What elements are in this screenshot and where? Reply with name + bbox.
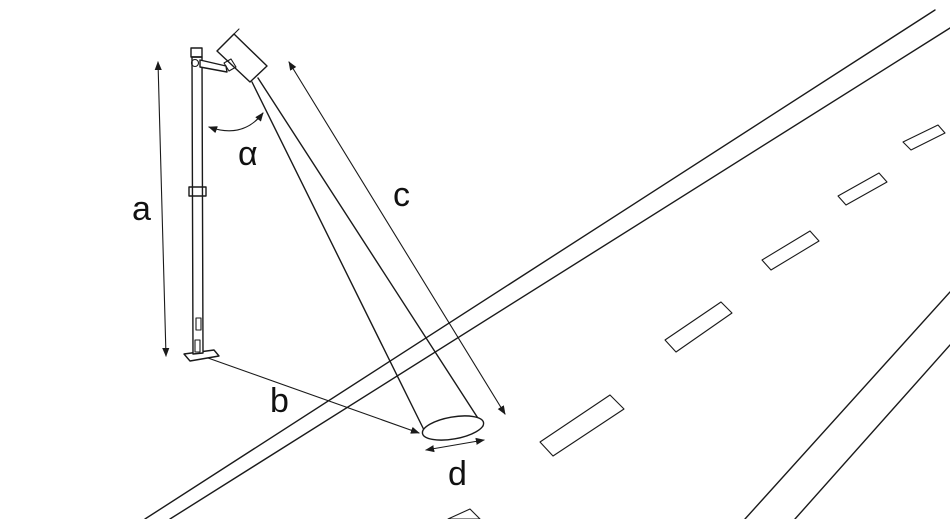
lane-dash xyxy=(664,301,733,353)
pole-access-door xyxy=(195,317,202,331)
pole-shaft xyxy=(191,56,204,355)
beam-spot xyxy=(421,415,485,441)
height-arrow xyxy=(154,61,170,357)
lane-dash xyxy=(761,230,820,271)
road-edge-left-outer xyxy=(144,9,936,519)
camera xyxy=(216,28,268,83)
lane-markings xyxy=(447,124,946,519)
road-edge-left-inner xyxy=(169,27,950,519)
pole xyxy=(183,47,228,362)
pole-base-plate xyxy=(183,349,220,362)
label-height: a xyxy=(132,190,151,228)
label-beam-length: c xyxy=(393,176,410,214)
lane-dash xyxy=(902,124,946,151)
lane-dash xyxy=(539,394,625,457)
camera-top-face xyxy=(216,28,240,52)
road-edge-right-outer xyxy=(744,291,950,519)
label-angle: α xyxy=(238,135,258,173)
labels: a α c b d xyxy=(132,135,467,493)
lane-dash xyxy=(447,508,481,519)
camera-mount xyxy=(223,58,237,72)
road-edge-right-inner xyxy=(794,344,950,519)
pole-clamp xyxy=(188,186,207,197)
distance-arrow xyxy=(207,357,420,434)
label-spot-diameter: d xyxy=(448,455,467,493)
pole-arm-bolt xyxy=(190,58,200,68)
dimension-arrows xyxy=(154,61,506,453)
pole-arm xyxy=(199,59,228,73)
road xyxy=(144,9,950,519)
label-distance: b xyxy=(270,382,289,420)
lane-dash xyxy=(837,172,888,206)
pole-base-bracket xyxy=(194,339,201,353)
beam-edge-left xyxy=(251,81,426,433)
beam-length-arrow xyxy=(288,61,506,415)
camera-body xyxy=(216,33,268,83)
pole-top-cap xyxy=(190,47,203,58)
angle-arc xyxy=(208,112,264,134)
spot-diameter-arrow xyxy=(425,437,485,453)
